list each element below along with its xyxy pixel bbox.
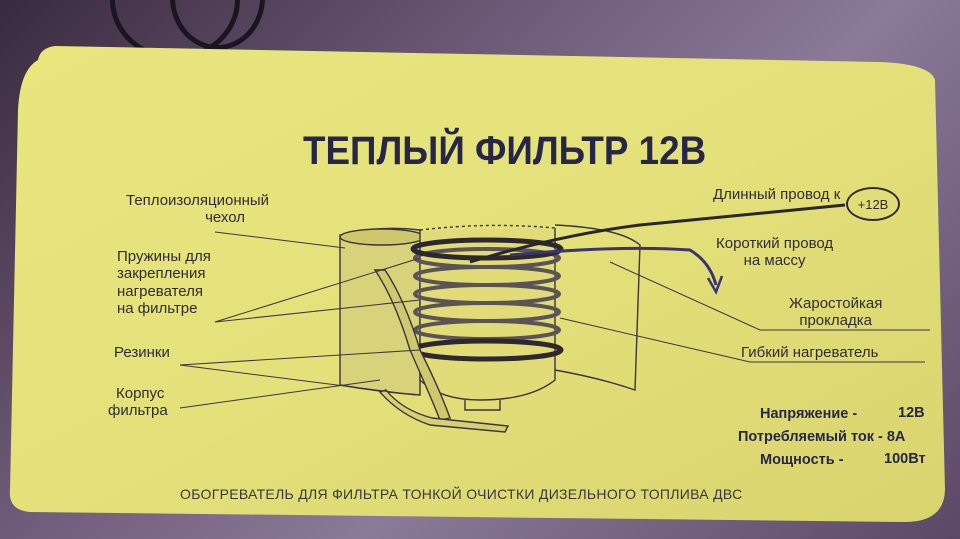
arrow-head — [706, 275, 724, 295]
label-short-wire: Короткий провод на массу — [716, 235, 834, 270]
label-rubbers: Резинки — [114, 344, 170, 361]
short-wire — [509, 246, 718, 286]
spec-power-label: Мощность - — [760, 452, 844, 468]
leader-lines — [179, 231, 930, 409]
insulation-cover — [339, 227, 421, 396]
label-long-wire: Длинный провод к — [713, 186, 841, 203]
spec-voltage-label: Напряжение - — [760, 406, 858, 422]
label-gasket: Жаростойкая прокладка — [789, 295, 883, 330]
label-filter-body: Корпус фильтра — [108, 385, 168, 420]
spec-current: Потребляемый ток - 8А — [738, 429, 906, 445]
spec-voltage-value: 12В — [898, 405, 925, 421]
cover-top — [339, 228, 425, 246]
footer-description: ОБОГРЕВАТЕЛЬ ДЛЯ ФИЛЬТРА ТОНКОЙ ОЧИСТКИ … — [180, 486, 743, 502]
plus12v-badge: +12В — [846, 187, 900, 221]
label-insulation-cover: Теплоизоляционный чехол — [126, 192, 270, 227]
filter-top-dotted — [419, 224, 556, 231]
long-wire — [469, 203, 846, 264]
label-flexible-heater: Гибкий нагреватель — [741, 344, 879, 361]
filter-bottom-cap — [464, 400, 501, 411]
strap-bottom — [378, 389, 510, 433]
cover-right — [554, 224, 641, 391]
spec-power-value: 100Вт — [884, 451, 926, 467]
label-springs: Пружины для закрепления нагревателя на ф… — [117, 248, 211, 317]
strap-left — [373, 269, 451, 421]
page-title: ТЕПЛЫЙ ФИЛЬТР 12В — [303, 129, 707, 173]
